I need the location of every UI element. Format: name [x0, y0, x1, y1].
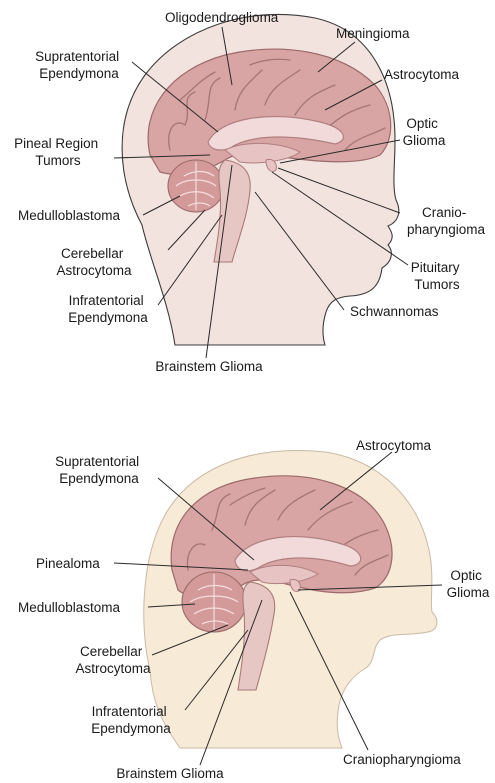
label-cerebellar-astrocytoma-child: Cerebellar Astrocytoma	[75, 644, 151, 676]
label-infratentorial-ependymona-child: Infratentorial Ependymona	[91, 704, 171, 736]
label-supratentorial-ependymona: Supratentorial Ependymona	[35, 49, 123, 81]
label-medulloblastoma: Medulloblastoma	[18, 208, 121, 223]
label-cerebellar-astrocytoma: Cerebellar Astrocytoma	[56, 246, 132, 278]
label-medulloblastoma-child: Medulloblastoma	[18, 600, 121, 615]
label-supratentorial-ependymona-child: Supratentorial Ependymona	[55, 454, 143, 486]
child-head-diagram	[144, 451, 437, 748]
label-infratentorial-ependymona: Infratentorial Ependymona	[68, 293, 148, 325]
label-pinealoma: Pinealoma	[36, 556, 100, 571]
label-pituitary-tumors: Pituitary Tumors	[411, 260, 464, 292]
label-craniopharyngioma-child: Craniopharyngioma	[343, 752, 461, 767]
label-oligodendroglioma: Oligodendroglioma	[165, 10, 279, 25]
label-astrocytoma: Astrocytoma	[384, 67, 460, 82]
label-pineal-region-tumors: Pineal Region Tumors	[14, 136, 102, 168]
label-meningioma: Meningioma	[336, 26, 410, 41]
label-schwannomas: Schwannomas	[350, 304, 439, 319]
label-brainstem-glioma: Brainstem Glioma	[155, 359, 263, 374]
adult-head-diagram	[122, 14, 399, 345]
label-optic-glioma-child: Optic Glioma	[447, 568, 490, 600]
label-astrocytoma-child: Astrocytoma	[356, 438, 432, 453]
label-craniopharyngioma: Cranio- pharyngioma	[407, 205, 486, 237]
label-brainstem-glioma-child: Brainstem Glioma	[116, 766, 224, 781]
label-optic-glioma: Optic Glioma	[403, 116, 446, 148]
